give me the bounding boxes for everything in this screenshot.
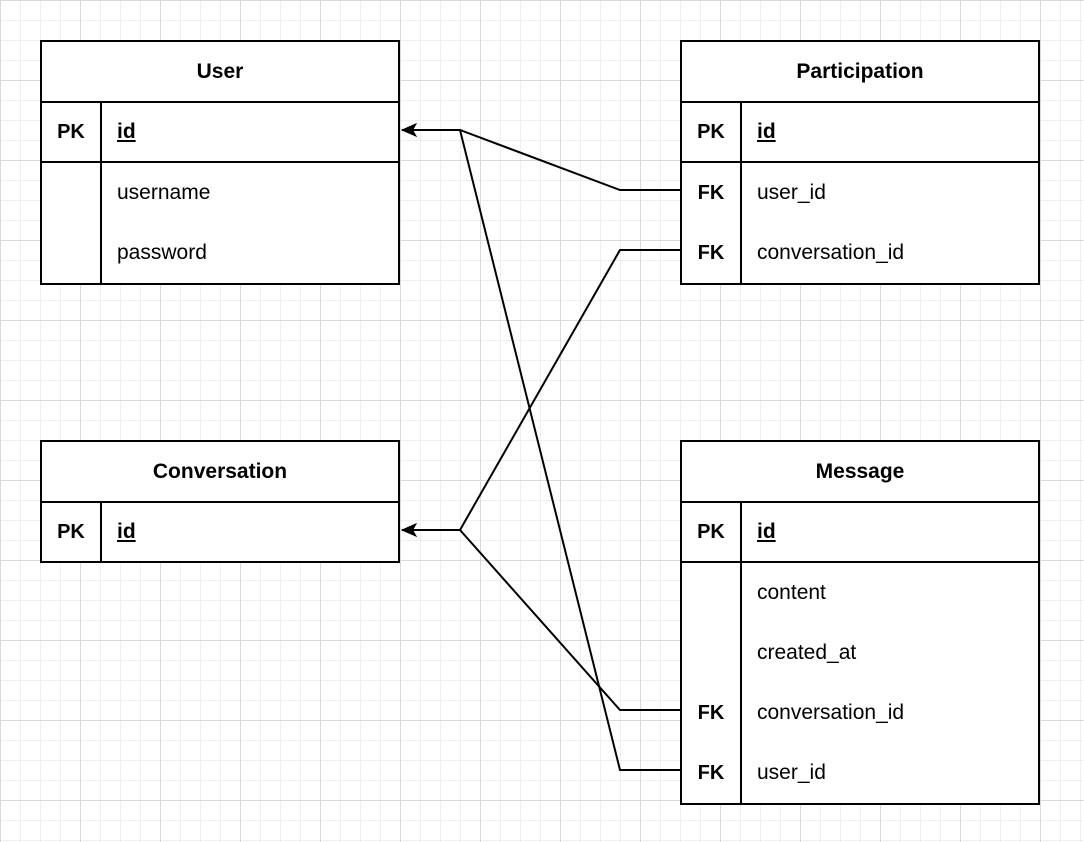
message-row-content-key [682, 563, 742, 623]
message-row-user-id[interactable]: FK user_id [682, 743, 1038, 803]
message-row-conversation-id-key: FK [682, 683, 742, 743]
user-row-username-key [42, 163, 102, 223]
user-pk-row[interactable]: PK id [42, 103, 398, 163]
entity-conversation[interactable]: Conversation PK id [40, 440, 400, 563]
message-row-conversation-id[interactable]: FK conversation_id [682, 683, 1038, 743]
user-field-id: id [117, 120, 136, 143]
entity-participation[interactable]: Participation PK id FK user_id FK conver… [680, 40, 1040, 285]
user-row-password[interactable]: password [42, 223, 398, 283]
message-row-content[interactable]: content [682, 563, 1038, 623]
entity-title-user: User [42, 42, 398, 103]
entity-title-conversation: Conversation [42, 442, 398, 503]
conversation-pk-key: PK [42, 503, 102, 561]
user-field-username: username [117, 181, 211, 204]
participation-field-user-id: user_id [757, 181, 826, 204]
participation-pk-row[interactable]: PK id [682, 103, 1038, 163]
message-row-user-id-key: FK [682, 743, 742, 803]
participation-row-conversation-id[interactable]: FK conversation_id [682, 223, 1038, 283]
entity-title-participation: Participation [682, 42, 1038, 103]
message-field-user-id: user_id [757, 761, 826, 784]
participation-field-id: id [757, 120, 776, 143]
participation-row-conversation-id-key: FK [682, 223, 742, 283]
entity-title-message: Message [682, 442, 1038, 503]
participation-row-user-id[interactable]: FK user_id [682, 163, 1038, 223]
message-pk-row[interactable]: PK id [682, 503, 1038, 563]
user-pk-key: PK [42, 103, 102, 161]
participation-row-user-id-key: FK [682, 163, 742, 223]
message-row-created-at-key [682, 623, 742, 683]
user-field-password: password [117, 241, 207, 264]
participation-field-conversation-id: conversation_id [757, 241, 905, 264]
participation-pk-key: PK [682, 103, 742, 161]
edge-participation-conversation-id-to-conversation-id[interactable] [401, 249, 680, 537]
user-row-username[interactable]: username [42, 163, 398, 223]
conversation-pk-row[interactable]: PK id [42, 503, 398, 561]
message-field-content: content [757, 581, 826, 604]
user-row-password-key [42, 223, 102, 283]
edge-message-user-id-to-user-id[interactable] [401, 123, 680, 771]
message-field-id: id [757, 520, 776, 543]
edge-message-conversation-id-to-conversation-id[interactable] [401, 523, 680, 711]
entity-user[interactable]: User PK id username password [40, 40, 400, 285]
message-row-created-at[interactable]: created_at [682, 623, 1038, 683]
message-pk-key: PK [682, 503, 742, 561]
message-field-conversation-id: conversation_id [757, 701, 905, 724]
conversation-field-id: id [117, 520, 136, 543]
edge-participation-user-id-to-user-id[interactable] [401, 123, 680, 191]
entity-message[interactable]: Message PK id content created_at FK conv… [680, 440, 1040, 805]
message-field-created-at: created_at [757, 641, 857, 664]
